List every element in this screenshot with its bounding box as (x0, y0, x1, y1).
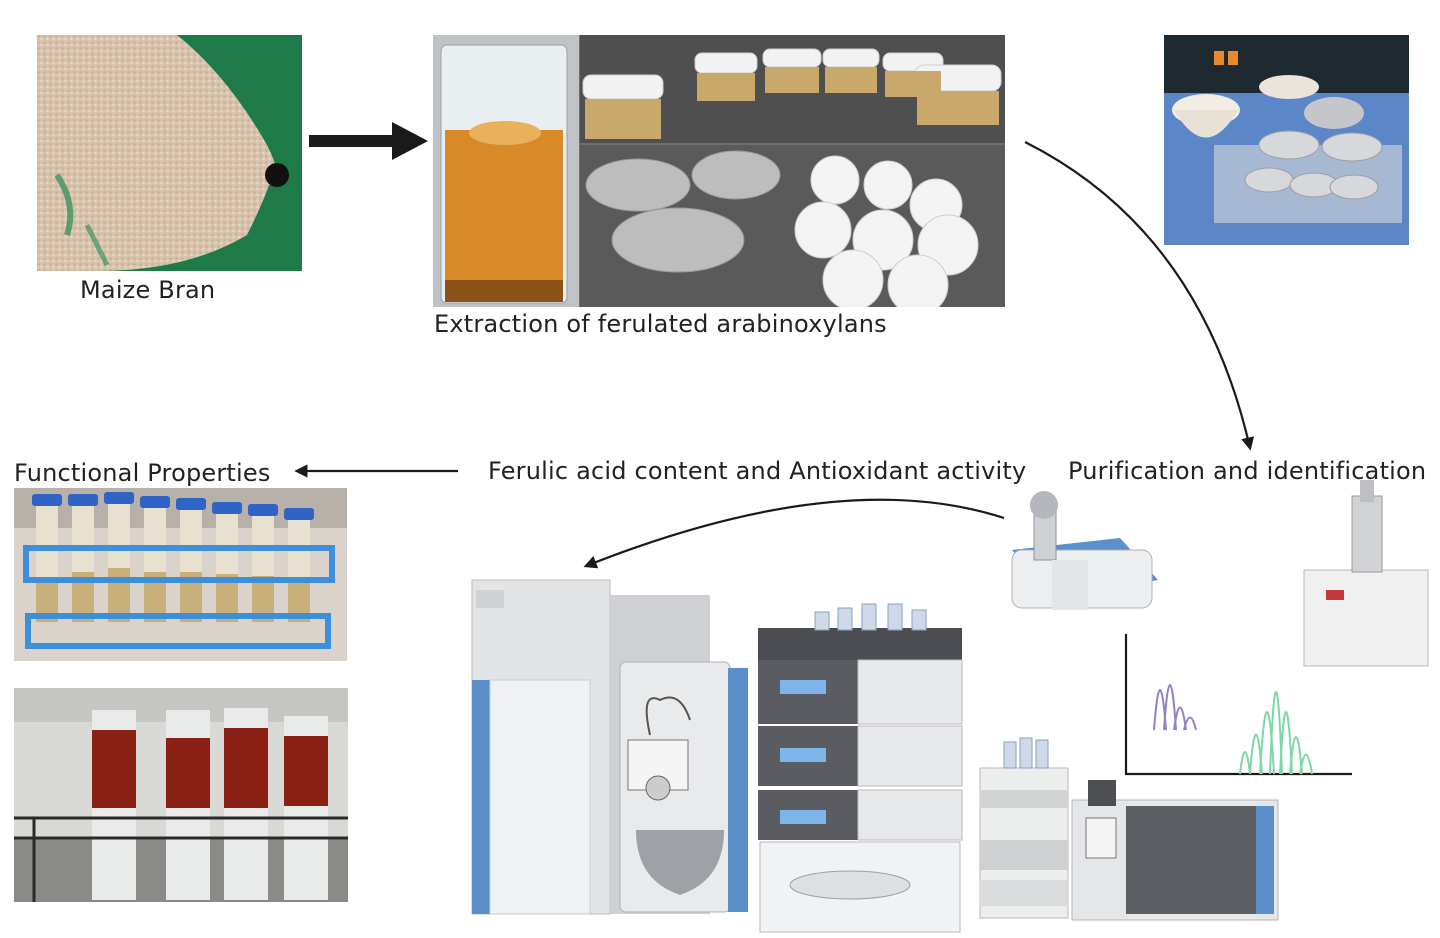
extraction-jars-photo (433, 35, 1005, 307)
ferulic-acid-label: Ferulic acid content and Antioxidant act… (488, 457, 1027, 485)
maize-bran-label: Maize Bran (80, 276, 216, 304)
sem-instrument-icon (1303, 480, 1429, 667)
foil-trays-photo (1164, 35, 1409, 245)
red-tubes-photo (14, 688, 348, 902)
chromatogram-icon (1124, 634, 1352, 776)
maize-bran-photo (37, 35, 302, 271)
small-hplc-icon (979, 737, 1069, 919)
functional-properties-label: Functional Properties (14, 459, 271, 487)
thick-right-arrow (309, 122, 428, 160)
hplc-stack-icon (758, 603, 963, 933)
mass-spectrometer-icon (471, 579, 748, 915)
tube-rack-photo (14, 488, 347, 661)
curve-arrow-to-purification (1024, 141, 1255, 451)
extraction-label: Extraction of ferulated arabinoxylans (434, 310, 887, 338)
purification-label: Purification and identification (1068, 457, 1427, 485)
mass-spec-box-icon (1071, 780, 1279, 921)
spectrometer-top-icon (1011, 491, 1158, 610)
curve-arrow-to-antioxidant (583, 498, 1005, 569)
